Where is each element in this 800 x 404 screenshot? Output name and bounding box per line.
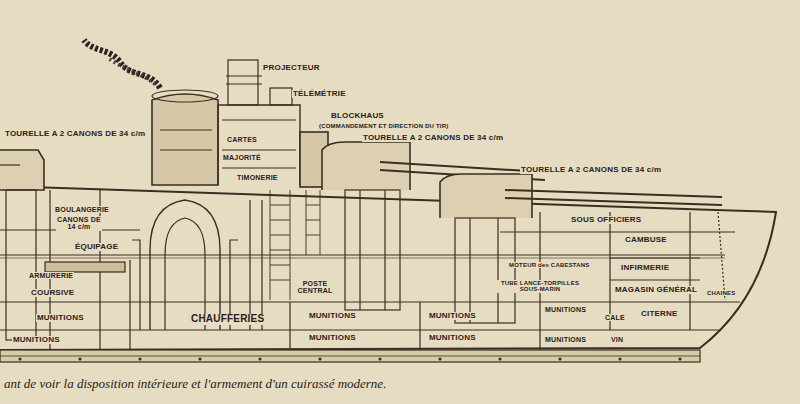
- compartment-label: POSTE CENTRAL: [294, 280, 336, 295]
- compartment-label: CHAUFFERIES: [190, 314, 265, 325]
- compartment-label: MUNITIONS: [36, 314, 85, 322]
- compartment-label: MOTEUR des CABESTANS: [508, 262, 591, 268]
- compartment-label: TUBE LANCE-TORPILLES SOUS-MARIN: [494, 280, 586, 293]
- compartment-label: TÉLÉMÉTRIE: [292, 90, 347, 98]
- compartment-label: CARTES: [226, 136, 258, 143]
- compartment-label: BOULANGERIE: [54, 206, 110, 213]
- compartment-label: MUNITIONS: [428, 312, 477, 320]
- compartment-label: MAGASIN GÉNÉRAL: [614, 286, 698, 294]
- compartment-label: MAJORITÉ: [222, 154, 262, 161]
- compartment-label: (COMMANDEMENT ET DIRECTION DU TIR): [318, 123, 449, 129]
- compartment-label: MUNITIONS: [544, 306, 587, 313]
- compartment-label: CANONS DE 14 c/m: [56, 216, 102, 231]
- compartment-label: CITERNE: [640, 310, 679, 318]
- compartment-label: MUNITIONS: [428, 334, 477, 342]
- compartment-label: CAMBUSE: [624, 236, 668, 244]
- caption: ant de voir la disposition intérieure et…: [4, 376, 386, 392]
- compartment-label: INFIRMERIE: [620, 264, 670, 272]
- compartment-label: PROJECTEUR: [262, 64, 321, 72]
- compartment-label: MUNITIONS: [308, 312, 357, 320]
- compartment-label: TOURELLE A 2 CANONS DE 34 c/m: [362, 134, 504, 142]
- compartment-label: BLOCKHAUS: [330, 112, 385, 120]
- compartment-label: COURSIVE: [30, 289, 75, 297]
- compartment-label: ARMURERIE: [28, 272, 74, 279]
- compartment-label: MUNITIONS: [544, 336, 587, 343]
- compartment-label: CHAINES: [706, 290, 736, 296]
- compartment-label: SOUS OFFICIERS: [570, 216, 642, 224]
- compartment-label: MUNITIONS: [308, 334, 357, 342]
- compartment-label: TOURELLE A 2 CANONS DE 34 c/m: [520, 166, 662, 174]
- compartment-label: TIMONERIE: [236, 174, 279, 181]
- compartment-label: ÉQUIPAGE: [74, 243, 119, 251]
- compartment-label: MUNITIONS: [12, 336, 61, 344]
- compartment-label: TOURELLE A 2 CANONS DE 34 c/m: [4, 130, 146, 138]
- compartment-label: VIN: [610, 336, 624, 343]
- compartment-label: CALE: [604, 314, 626, 321]
